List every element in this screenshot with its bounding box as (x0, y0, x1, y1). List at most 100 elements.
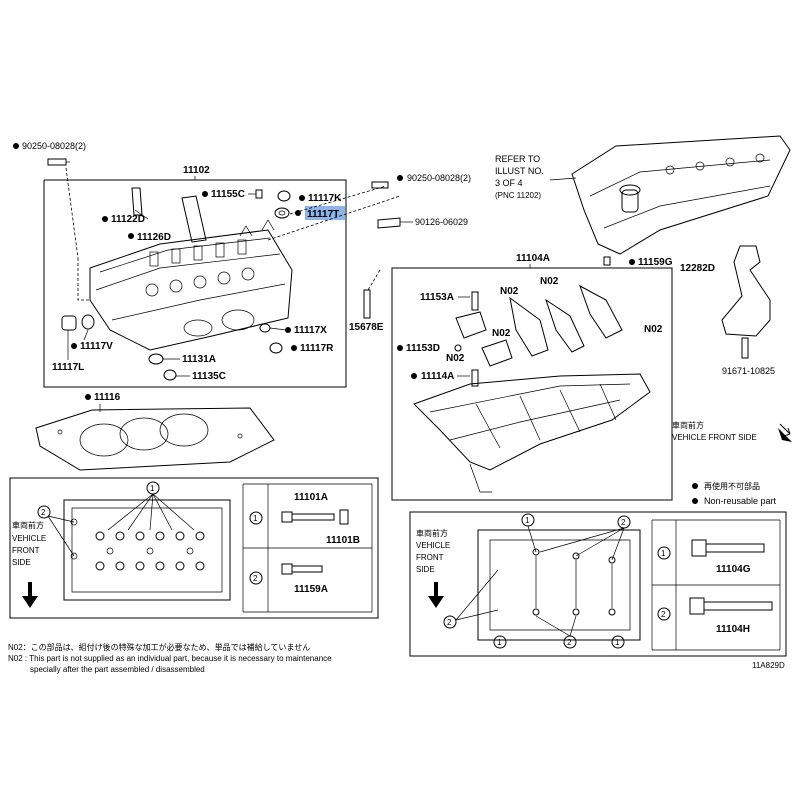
svg-text:11122D: 11122D (111, 214, 145, 225)
bolt-90250-mid[interactable]: 90250-08028(2) (371, 173, 471, 189)
n02-label-e[interactable]: N02 (446, 353, 465, 364)
svg-text:2: 2 (567, 638, 572, 647)
note-en-2: specially after the part assembled / dis… (30, 665, 205, 674)
svg-text:VEHICLE: VEHICLE (12, 534, 46, 543)
svg-text:FRONT: FRONT (12, 546, 40, 555)
svg-text:車両前方: 車両前方 (672, 420, 704, 430)
bolt-91671-10825[interactable]: 91671-10825 (722, 337, 775, 376)
svg-text:再使用不可部品: 再使用不可部品 (704, 481, 760, 491)
svg-text:1: 1 (497, 638, 502, 647)
head-assy-box (43, 179, 347, 388)
label-11131a[interactable]: 11131A (148, 353, 216, 365)
svg-text:11104G: 11104G (716, 564, 751, 575)
housing-box (391, 267, 673, 501)
label-11153d[interactable]: 11153D (397, 343, 462, 354)
svg-text:11101A: 11101A (294, 492, 328, 503)
n02-label-b[interactable]: N02 (540, 276, 559, 287)
legend-non-reusable: 再使用不可部品 Non-reusable part (692, 481, 777, 506)
svg-text:11117L: 11117L (52, 362, 84, 373)
cam-housing-drawing (413, 373, 651, 493)
housing-box-front-indicator: 車両前方 VEHICLE FRONT SIDE (416, 528, 450, 608)
stud-90126-06029[interactable]: 90126-06029 (377, 217, 468, 229)
svg-text:2: 2 (41, 508, 46, 517)
svg-text:90250-08028(2): 90250-08028(2) (22, 141, 86, 151)
svg-text:11126D: 11126D (137, 232, 171, 243)
svg-text:11114A: 11114A (421, 371, 454, 382)
label-11117r[interactable]: 11117R (269, 342, 334, 354)
svg-text:VEHICLE: VEHICLE (416, 541, 450, 550)
svg-text:11117X: 11117X (294, 325, 327, 336)
svg-text:12282D: 12282D (680, 263, 715, 274)
svg-text:FRONT: FRONT (416, 553, 444, 562)
svg-text:11117T: 11117T (307, 209, 339, 220)
label-11117v[interactable]: 11117V (71, 314, 113, 352)
svg-text:2: 2 (447, 618, 452, 627)
n02-label-d[interactable]: N02 (644, 324, 663, 335)
label-11114a[interactable]: 11114A (411, 369, 479, 387)
housing-bolt-box (409, 511, 787, 657)
svg-text:(PNC 11202): (PNC 11202) (495, 191, 541, 200)
label-12282d[interactable]: 12282D (680, 245, 771, 337)
svg-text:90250-08028(2): 90250-08028(2) (407, 173, 471, 183)
svg-text:11116: 11116 (94, 392, 121, 403)
svg-text:Non-reusable part: Non-reusable part (704, 496, 777, 506)
vehicle-front-indicator: 車両前方 VEHICLE FRONT SIDE (672, 420, 792, 442)
svg-text:ILLUST NO.: ILLUST NO. (495, 166, 544, 176)
svg-text:1: 1 (661, 549, 666, 558)
svg-text:車両前方: 車両前方 (416, 528, 448, 538)
n02-label-c[interactable]: N02 (492, 328, 511, 339)
cam-cap-drawings (455, 284, 623, 367)
label-11116[interactable]: 11116 (85, 392, 121, 412)
diagram-id: 11A829D (752, 661, 785, 670)
refer-note[interactable]: REFER TO ILLUST NO. 3 OF 4 (PNC 11202) (495, 154, 577, 200)
label-11155c[interactable]: 11155C (202, 189, 263, 200)
head-bolt-box (9, 477, 379, 619)
label-11135c[interactable]: 11135C (163, 369, 226, 382)
svg-text:11135C: 11135C (192, 371, 226, 382)
svg-text:90126-06029: 90126-06029 (415, 217, 468, 227)
highlight-11117t (305, 206, 345, 220)
head-bolt-step-2: 2 11159A (249, 563, 328, 595)
label-11102[interactable]: 11102 (183, 165, 210, 176)
svg-text:SIDE: SIDE (416, 565, 435, 574)
label-11122d[interactable]: 11122D (102, 187, 149, 225)
valve-cover-drawing (571, 135, 791, 255)
svg-text:1: 1 (150, 484, 155, 493)
svg-text:VEHICLE FRONT SIDE: VEHICLE FRONT SIDE (672, 433, 757, 442)
label-11117l[interactable]: 11117L (52, 315, 84, 373)
svg-text:11117K: 11117K (308, 193, 342, 204)
label-11126d[interactable]: 11126D (128, 195, 207, 243)
svg-text:2: 2 (621, 518, 626, 527)
svg-text:2: 2 (661, 610, 666, 619)
svg-text:11101B: 11101B (326, 535, 360, 546)
n02-label-a[interactable]: N02 (500, 286, 519, 297)
cylinder-head-drawing (89, 219, 293, 351)
label-11104a[interactable]: 11104A (516, 253, 550, 264)
label-11117k[interactable]: 11117K (277, 190, 342, 204)
svg-text:15678E: 15678E (349, 322, 384, 333)
label-11153a[interactable]: 11153A (420, 291, 479, 311)
bolt-90250-top-left[interactable]: 90250-08028(2) (13, 141, 86, 166)
housing-bolt-step-1: 1 11104G (657, 539, 765, 575)
head-gasket-drawing (35, 407, 275, 471)
head-box-front-indicator: 車両前方 VEHICLE FRONT SIDE (12, 520, 46, 608)
svg-text:11131A: 11131A (182, 354, 216, 365)
note-jp: N02：この部品は、組付け後の特殊な加工が必要なため、単品では補給していません (8, 642, 310, 652)
svg-text:車両前方: 車両前方 (12, 520, 44, 530)
svg-text:3 OF 4: 3 OF 4 (495, 178, 523, 188)
label-11117t[interactable]: 11117T (274, 206, 345, 220)
housing-bolt-step-2: 2 11104H (657, 597, 773, 635)
svg-text:11153D: 11153D (406, 343, 440, 354)
label-11117x[interactable]: 11117X (259, 323, 327, 336)
svg-text:1: 1 (253, 514, 258, 523)
note-en-1: N02 : This part is not supplied as an in… (8, 654, 332, 663)
label-15678e[interactable]: 15678E (349, 269, 384, 333)
svg-text:1: 1 (525, 516, 530, 525)
svg-text:2: 2 (253, 574, 258, 583)
label-11159g[interactable]: 11159G (603, 256, 673, 268)
svg-text:SIDE: SIDE (12, 558, 31, 567)
head-bolt-pattern: 1 2 (37, 481, 231, 601)
housing-bolt-pattern: 1 2 2 1 2 1 (443, 513, 641, 649)
